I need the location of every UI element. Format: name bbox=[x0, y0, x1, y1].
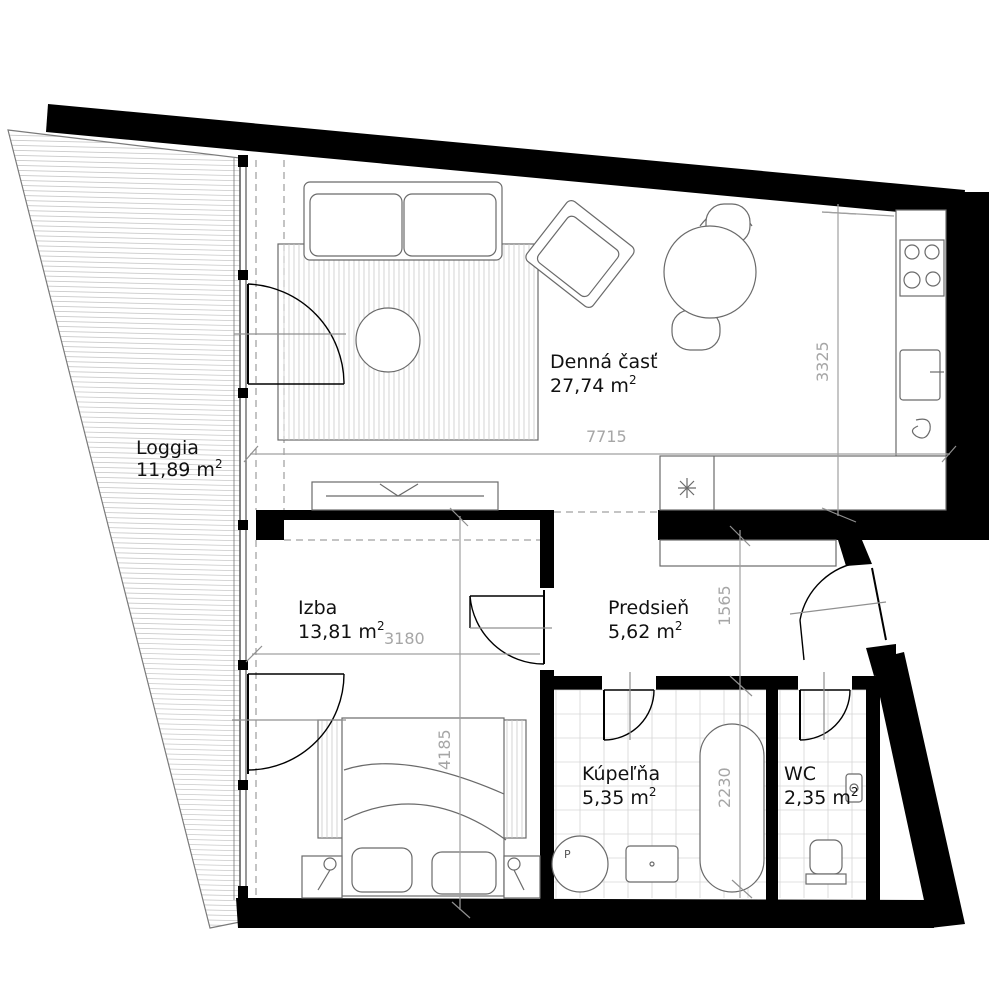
room-area-living: 27,74 m2 bbox=[550, 373, 637, 397]
dimension-room-depth: 4185 bbox=[435, 729, 454, 770]
dimension-room-width: 3180 bbox=[384, 629, 425, 648]
dimension-hall-depth: 1565 bbox=[715, 585, 734, 626]
dimension-living-width: 7715 bbox=[586, 427, 627, 446]
fan-icon bbox=[678, 478, 696, 498]
room-label-wc: WC 2,35 m2 bbox=[784, 763, 859, 809]
room-name-loggia: Loggia bbox=[136, 437, 199, 459]
doors bbox=[232, 283, 887, 774]
room-name-wc: WC bbox=[784, 763, 816, 785]
loggia-floor-hatch bbox=[7, 129, 241, 929]
bathroom-fixtures: P bbox=[551, 689, 866, 898]
living-furniture bbox=[277, 181, 947, 567]
room-name-living: Denná časť bbox=[550, 351, 658, 373]
room-name-bath: Kúpeľňa bbox=[582, 763, 660, 785]
room-label-living: Denná časť 27,74 m2 bbox=[550, 351, 658, 397]
bedroom-furniture bbox=[301, 717, 541, 899]
room-label-room: Izba 13,81 m2 bbox=[298, 597, 385, 643]
room-label-hall: Predsieň 5,62 m2 bbox=[608, 597, 689, 643]
room-label-loggia: Loggia 11,89 m2 bbox=[136, 437, 223, 481]
room-area-bath: 5,35 m2 bbox=[582, 785, 657, 809]
dimension-living-depth: 3325 bbox=[813, 341, 832, 382]
room-label-bath: Kúpeľňa 5,35 m2 bbox=[582, 763, 660, 809]
room-area-hall: 5,62 m2 bbox=[608, 619, 683, 643]
dimension-bath-depth: 2230 bbox=[715, 767, 734, 808]
room-area-room: 13,81 m2 bbox=[298, 619, 385, 643]
dimension-lines bbox=[243, 204, 957, 919]
walls bbox=[46, 104, 989, 928]
room-area-wc: 2,35 m2 bbox=[784, 785, 859, 809]
facade-glazing bbox=[233, 155, 248, 900]
room-name-hall: Predsieň bbox=[608, 597, 689, 619]
boiler-label: P bbox=[564, 848, 571, 861]
room-name-room: Izba bbox=[298, 597, 337, 619]
room-area-loggia: 11,89 m2 bbox=[136, 457, 223, 481]
